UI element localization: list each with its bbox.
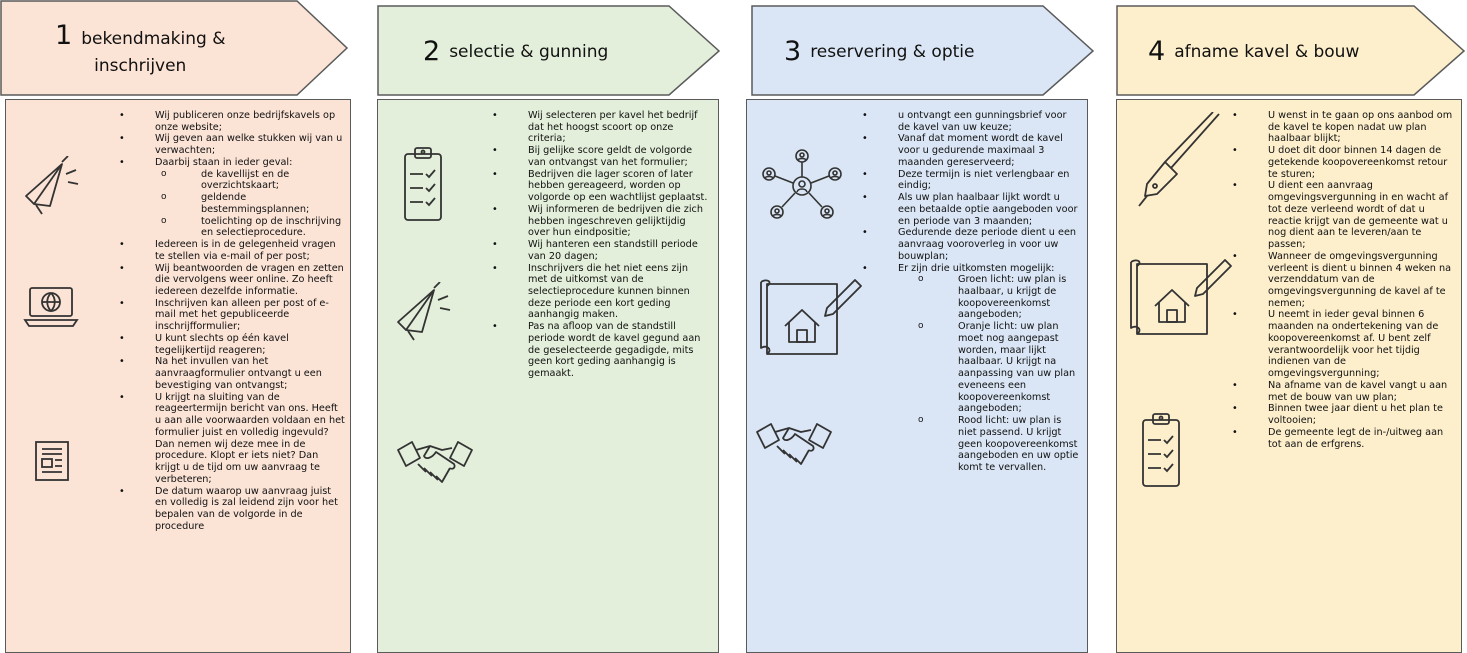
step-4-number: 4 [1148, 35, 1166, 67]
megaphone-icon [25, 156, 79, 215]
list-item: Wij beantwoorden de vragen en zetten die… [119, 263, 345, 298]
step-2-arrow-shape [377, 5, 721, 96]
step-1-content: Wij publiceren onze bedrijfskavels op on… [119, 110, 345, 533]
step-1-arrow-shape [0, 0, 349, 96]
step-4-title: 4 afname kavel & bouw [1148, 4, 1359, 100]
step-1-list: Wij publiceren onze bedrijfskavels op on… [119, 110, 345, 533]
list-item: Als uw plan haalbaar lijkt wordt u een b… [862, 192, 1080, 227]
list-item: Wij selecteren per kavel het bedrijf dat… [492, 110, 708, 145]
step-1-title: 1 bekendmaking & inschrijven [55, 0, 285, 96]
list-item: Iedereen is in de gelegenheid vragen te … [119, 239, 345, 262]
list-item: Bedrijven die lager scoren of later hebb… [492, 169, 708, 204]
list-item: Wij publiceren onze bedrijfskavels op on… [119, 110, 345, 133]
step-1-sublist: de kavellijst en de overzichtskaart; gel… [161, 169, 345, 239]
list-item: Na het invullen van het aanvraagformulie… [119, 356, 345, 391]
list-item-text: Er zijn drie uitkomsten mogelijk: [898, 262, 1055, 274]
step-4-header: 4 afname kavel & bouw [1116, 0, 1466, 96]
list-item: Wij informeren de bedrijven die zich heb… [492, 204, 708, 239]
list-item: Pas na afloop van de standstill periode … [492, 321, 708, 380]
list-item: Wanneer de omgevingsvergunning verleent … [1232, 251, 1456, 310]
step-1-panel: Wij publiceren onze bedrijfskavels op on… [5, 99, 351, 653]
list-item-text: Daarbij staan in ieder geval: [155, 156, 293, 168]
step-2-content: Wij selecteren per kavel het bedrijf dat… [492, 110, 708, 380]
list-item: U dient een aanvraag omgevingsvergunning… [1232, 180, 1456, 250]
step-1-header: 1 bekendmaking & inschrijven [0, 0, 350, 96]
list-item: Wij geven aan welke stukken wij van u ve… [119, 133, 345, 156]
step-2-title: 2 selectie & gunning [423, 4, 608, 100]
sub-list-item: Groen licht: uw plan is haalbaar, u krij… [918, 274, 1080, 321]
network-people-icon [762, 149, 842, 219]
list-item: De gemeente legt de in-/uitweg aan tot a… [1232, 427, 1456, 450]
list-item: Inschrijven kan alleen per post of e-mai… [119, 298, 345, 333]
list-item: Bij gelijke score geldt de volgorde van … [492, 145, 708, 168]
step-4-list: U wenst in te gaan op ons aanbod om de k… [1232, 110, 1456, 450]
sub-list-item: geldende bestemmingsplannen; [161, 192, 345, 215]
list-item: U neemt in ieder geval binnen 6 maanden … [1232, 309, 1456, 379]
clipboard-checklist-icon [1142, 413, 1180, 487]
step-1-title-line1: bekendmaking & [81, 29, 226, 50]
step-3-title-line1: reservering & optie [810, 41, 975, 62]
list-item: Deze termijn is niet verlengbaar en eind… [862, 169, 1080, 192]
list-item: U krijgt na sluiting van de reageertermi… [119, 392, 345, 486]
step-4-arrow-shape [1116, 5, 1466, 96]
step-3-list: u ontvangt een gunningsbrief voor de kav… [862, 110, 1080, 474]
list-item: U wenst in te gaan op ons aanbod om de k… [1232, 110, 1456, 145]
clipboard-checklist-icon [404, 147, 442, 221]
step-4-content: U wenst in te gaan op ons aanbod om de k… [1232, 110, 1456, 450]
list-item: Wij hanteren een standstill periode van … [492, 239, 708, 262]
list-item: Inschrijvers die het niet eens zijn met … [492, 263, 708, 322]
step-4-panel: U wenst in te gaan op ons aanbod om de k… [1116, 99, 1462, 653]
step-3-number: 3 [784, 35, 802, 67]
sub-list-item: de kavellijst en de overzichtskaart; [161, 169, 345, 192]
handshake-icon [397, 441, 473, 483]
step-3-panel: u ontvangt een gunningsbrief voor de kav… [746, 99, 1088, 653]
list-item: U doet dit door binnen 14 dagen de getek… [1232, 145, 1456, 180]
step-3-content: u ontvangt een gunningsbrief voor de kav… [862, 110, 1080, 474]
step-2-panel: Wij selecteren per kavel het bedrijf dat… [377, 99, 719, 653]
list-item: Er zijn drie uitkomsten mogelijk: Groen … [862, 262, 1080, 474]
blueprint-house-icon [760, 279, 862, 355]
step-2-number: 2 [423, 35, 441, 67]
list-item: u ontvangt een gunningsbrief voor de kav… [862, 110, 1080, 133]
step-2-title-line1: selectie & gunning [449, 41, 609, 62]
megaphone-icon [397, 282, 451, 341]
list-item: Daarbij staan in ieder geval: de kavelli… [119, 156, 345, 239]
newspaper-icon [35, 441, 69, 481]
list-item: Na afname van de kavel vangt u aan met d… [1232, 380, 1456, 403]
step-4-title-line1: afname kavel & bouw [1174, 41, 1360, 62]
handshake-icon [756, 423, 832, 465]
list-item: De datum waarop uw aanvraag juist en vol… [119, 486, 345, 533]
list-item: Binnen twee jaar dient u het plan te vol… [1232, 403, 1456, 426]
step-2-header: 2 selectie & gunning [377, 0, 722, 96]
sub-list-item: Oranje licht: uw plan moet nog aangepast… [918, 321, 1080, 415]
step-1-title-line2: inschrijven [94, 55, 187, 76]
fountain-pen-icon [1138, 112, 1220, 207]
list-item: Vanaf dat moment wordt de kavel voor u g… [862, 133, 1080, 168]
step-3-sublist: Groen licht: uw plan is haalbaar, u krij… [918, 274, 1080, 474]
blueprint-house-icon [1130, 259, 1232, 335]
list-item: U kunt slechts op één kavel tegelijkerti… [119, 333, 345, 356]
step-3-arrow-shape [751, 5, 1095, 96]
step-3-header: 3 reservering & optie [751, 0, 1096, 96]
step-3-title: 3 reservering & optie [784, 4, 974, 100]
step-1-number: 1 [55, 20, 73, 52]
sub-list-item: toelichting op de inschrijving en select… [161, 216, 345, 239]
laptop-globe-icon [23, 287, 79, 327]
list-item: Gedurende deze periode dient u een aanvr… [862, 227, 1080, 262]
step-2-list: Wij selecteren per kavel het bedrijf dat… [492, 110, 708, 380]
sub-list-item: Rood licht: uw plan is niet passend. U k… [918, 415, 1080, 474]
